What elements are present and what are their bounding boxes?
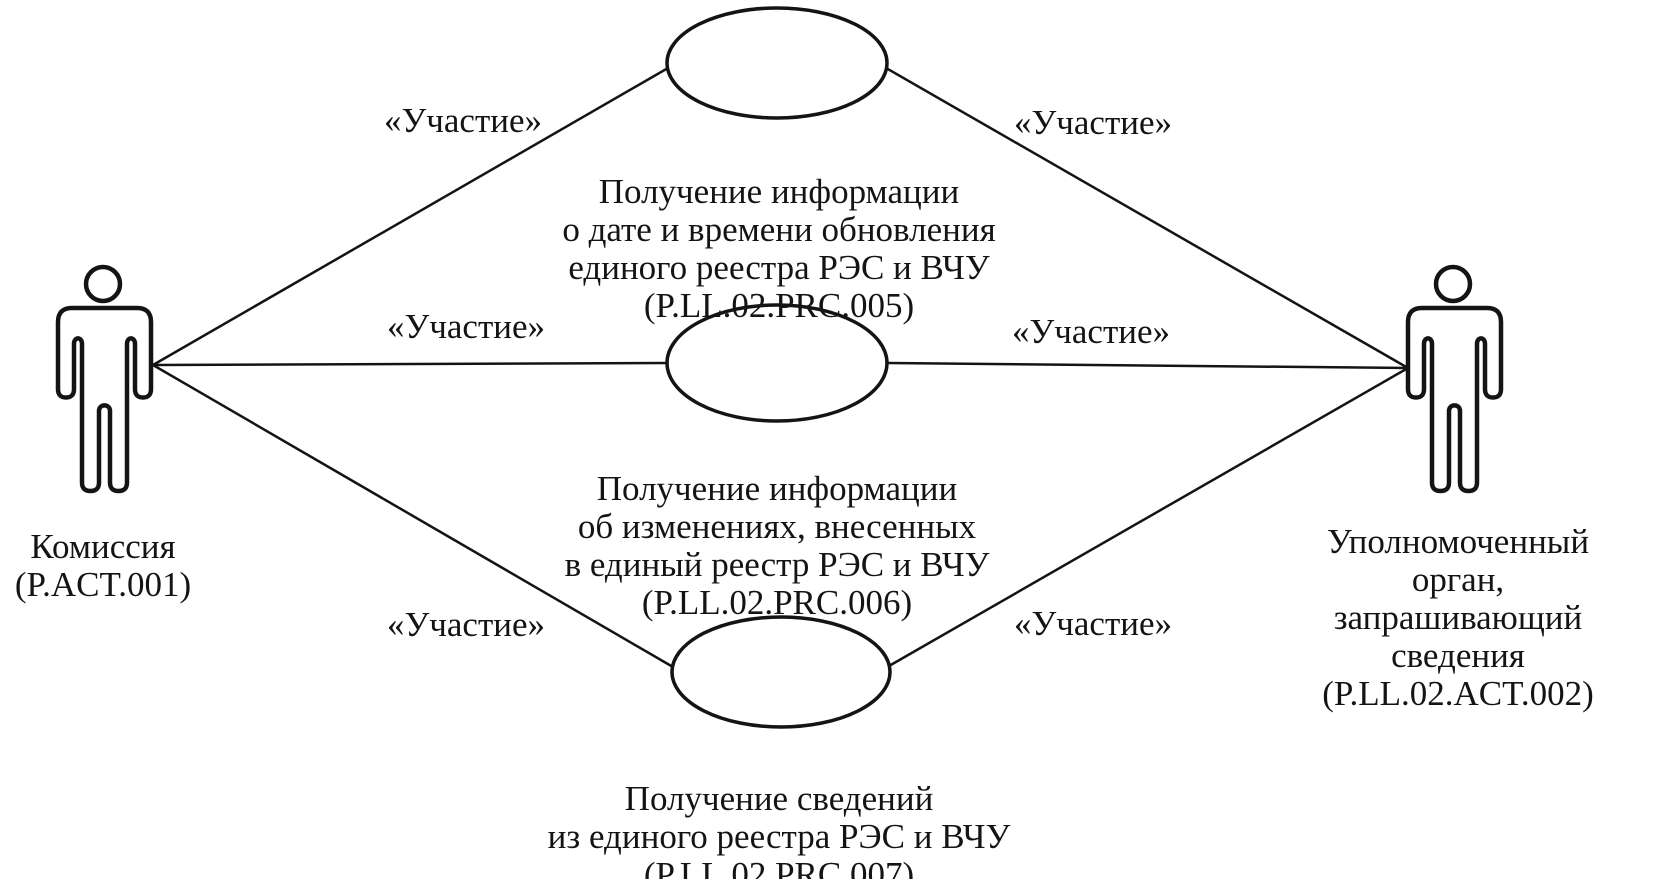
usecase-middle-name: Получение информации об изменениях, внес…: [564, 469, 990, 584]
usecase-middle-code: (P.LL.02.PRC.006): [641, 583, 913, 622]
association-line-right-top: [885, 66, 1409, 370]
association-line-left-top: [152, 66, 669, 367]
association-line-right-middle: [885, 361, 1409, 370]
usecase-bottom-name: Получение сведений из единого реестра РЭ…: [547, 779, 1011, 856]
usecase-label-top: Получение информации о дате и времени об…: [562, 135, 995, 363]
actor-label-right: Уполномоченный орган, запрашивающий свед…: [1322, 485, 1594, 751]
usecase-label-bottom: Получение сведений из единого реестра РЭ…: [548, 742, 1011, 879]
stereotype-label-left-middle: «Участие»: [386, 307, 546, 346]
usecase-bottom-code: (P.LL.02.PRC.007): [643, 855, 915, 879]
actor-icon-left: [58, 267, 151, 491]
association-line-right-bottom: [888, 366, 1409, 668]
usecase-top-name: Получение информации о дате и времени об…: [562, 172, 996, 287]
actor-left-code: (P.ACT.001): [14, 565, 192, 604]
actor-left-name: Комиссия: [30, 527, 176, 566]
stereotype-label-left-top: «Участие»: [383, 101, 543, 140]
stereotype-label-right-middle: «Участие»: [1011, 312, 1171, 351]
association-line-left-middle: [152, 361, 669, 367]
usecase-ellipse-top: [665, 6, 889, 120]
stereotype-label-right-bottom: «Участие»: [1013, 604, 1173, 643]
actor-right-code: (P.LL.02.ACT.002): [1322, 674, 1594, 713]
association-lines: [152, 66, 1409, 669]
usecase-ellipse-bottom: [670, 615, 892, 729]
usecase-label-middle: Получение информации об изменениях, внес…: [565, 432, 990, 660]
actor-label-left: Комиссия (P.ACT.001): [15, 490, 191, 642]
stereotype-label-left-bottom: «Участие»: [386, 605, 546, 644]
usecase-ellipse-middle: [665, 303, 889, 423]
stereotype-label-right-top: «Участие»: [1013, 103, 1173, 142]
actor-icon-right: [1408, 267, 1501, 491]
actor-right-name: Уполномоченный орган, запрашивающий свед…: [1326, 522, 1590, 675]
association-line-left-bottom: [152, 363, 674, 669]
usecase-top-code: (P.LL.02.PRC.005): [643, 286, 915, 325]
